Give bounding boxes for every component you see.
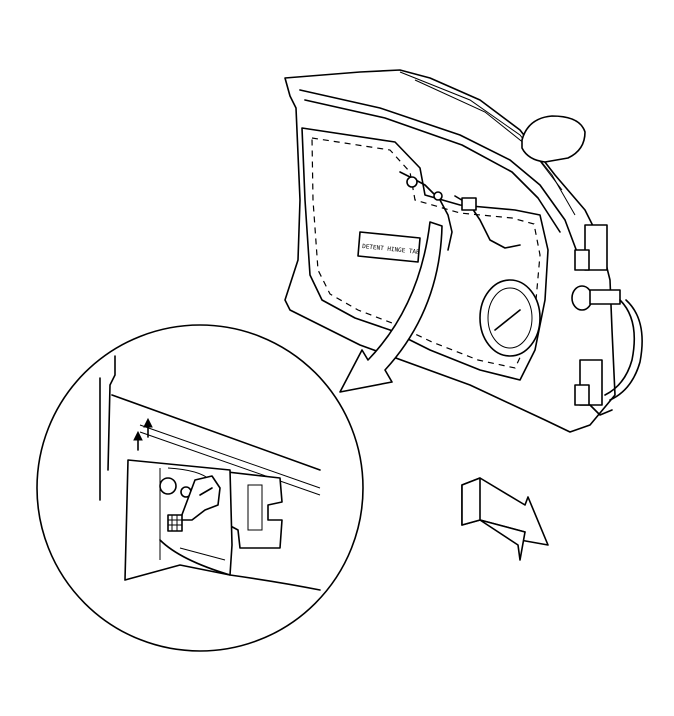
fastener-grid <box>167 514 183 532</box>
detail-view <box>36 324 364 652</box>
door-check-strap <box>571 285 643 401</box>
callout-arrow <box>339 221 443 393</box>
door-label-sticker: DETENT HINGE TAB <box>357 231 421 263</box>
upper-hinge <box>574 224 608 271</box>
view-direction-arrow <box>461 477 549 561</box>
lower-hinge <box>574 359 613 416</box>
mirror-shape <box>521 115 586 163</box>
speaker-shape <box>479 279 541 357</box>
hinge-pin <box>159 477 177 495</box>
door-assembly: DETENT HINGE TAB <box>284 69 643 433</box>
